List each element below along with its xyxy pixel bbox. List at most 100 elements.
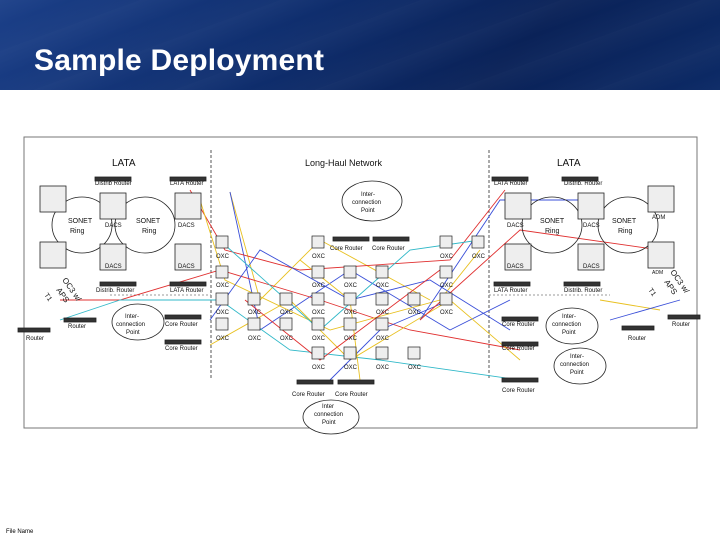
interconnection-cloud [341,180,403,222]
dacs-shelf [174,192,202,220]
region-label-left: LATA [112,158,136,169]
region-label-center: Long-Haul Network [305,158,383,168]
svg-text:DACS: DACS [583,264,600,270]
adm-shelf [39,185,67,213]
svg-text:connection: connection [352,200,381,206]
svg-text:SONET: SONET [612,218,637,225]
adm-shelf [39,241,67,269]
adm-shelf [647,241,675,269]
svg-text:Inter-: Inter- [125,314,139,320]
router-device [667,314,701,320]
oxc-labels: OXC OXC OXC OXC OXC OXC OXC OXC OXC OXC OXC OXC O… [216,254,486,371]
label-sonet-ring: Ring [70,228,85,235]
svg-text:OXC: OXC [376,336,390,342]
link [244,269,441,361]
svg-text:OXC: OXC [344,283,358,289]
link [189,189,506,271]
svg-text:Ring: Ring [618,228,633,235]
dacs-shelf [174,243,202,271]
dacs-shelf [577,243,605,271]
svg-text:OXC: OXC [408,310,422,316]
svg-text:Core Router: Core Router [165,346,198,352]
svg-text:OXC: OXC [312,254,326,260]
svg-text:OXC: OXC [344,365,358,371]
right-lata: LATA Router Distrib. Router SONET Ring S… [491,176,701,394]
center-top: Inter- connection Point Core Router Core… [330,180,410,252]
svg-text:Point: Point [322,420,336,426]
svg-text:OXC: OXC [216,283,230,289]
svg-text:OXC: OXC [216,254,230,260]
dacs-shelf [99,243,127,271]
center-bottom: Core Router Core Router Inter connection… [292,379,375,435]
sonet-ring [114,196,176,254]
banner-texture [0,0,720,90]
label-router: Router [68,324,86,330]
svg-text:OXC: OXC [440,254,454,260]
label-distrib-router: Distrib Router [95,181,132,187]
svg-text:ADM: ADM [652,270,663,276]
svg-text:OXC: OXC [440,310,454,316]
svg-text:OXC: OXC [312,310,326,316]
label-router: Router [26,336,44,342]
router-device [621,325,655,331]
svg-text:Router: Router [628,336,646,342]
dacs-shelf [577,192,605,220]
interconnection-cloud [111,303,165,341]
slide-title: Sample Deployment [34,44,325,77]
router-device [372,236,410,242]
router-device [501,316,539,322]
link [120,299,521,381]
sonet-ring [597,196,659,254]
router-device [337,379,375,385]
svg-text:Point: Point [570,370,584,376]
svg-text:connection: connection [116,322,145,328]
svg-text:T1: T1 [646,287,656,298]
router-device [561,176,599,182]
svg-text:DACS: DACS [507,264,524,270]
label-dacs: DACS [178,264,195,270]
dacs-shelf [504,243,532,271]
svg-text:Distrib. Router: Distrib. Router [564,288,602,294]
svg-text:OXC: OXC [248,310,262,316]
label-distrib-router: Distrib. Router [96,288,134,294]
svg-text:DACS: DACS [507,223,524,229]
svg-text:Inter-: Inter- [562,314,576,320]
svg-text:Inter-: Inter- [361,192,375,198]
svg-text:DACS: DACS [583,223,600,229]
svg-text:OXC: OXC [280,310,294,316]
svg-text:Inter: Inter [322,404,334,410]
svg-text:SONET: SONET [540,218,565,225]
router-device [169,281,207,287]
label-t1: T1 [42,292,52,303]
router-device [563,281,601,287]
link [59,299,121,321]
label-sonet-ring: Ring [142,228,157,235]
link [419,229,661,321]
label-sonet-ring: SONET [68,218,93,225]
svg-text:OXC: OXC [216,336,230,342]
sonet-ring [51,196,113,254]
sonet-ring [521,196,583,254]
svg-text:OXC: OXC [280,336,294,342]
region-label-right: LATA [557,158,581,169]
router-device [94,176,132,182]
svg-text:OXC: OXC [376,310,390,316]
svg-text:Core Router: Core Router [372,246,405,252]
svg-text:Ring: Ring [545,228,560,235]
link [609,299,681,321]
svg-text:OXC: OXC [312,365,326,371]
svg-text:OXC: OXC [312,336,326,342]
label-lata-router: LATA Router [170,181,203,187]
router-device [169,176,207,182]
label-dacs: DACS [105,223,122,229]
dacs-shelf [504,192,532,220]
link [229,191,431,301]
interconnection-cloud [545,307,599,345]
svg-text:Core Router: Core Router [502,388,535,394]
svg-text:OXC: OXC [344,336,358,342]
link [419,199,590,321]
title-banner [0,0,720,90]
router-device [164,339,202,345]
svg-text:OXC: OXC [248,336,262,342]
svg-text:LATA Router: LATA Router [494,288,527,294]
